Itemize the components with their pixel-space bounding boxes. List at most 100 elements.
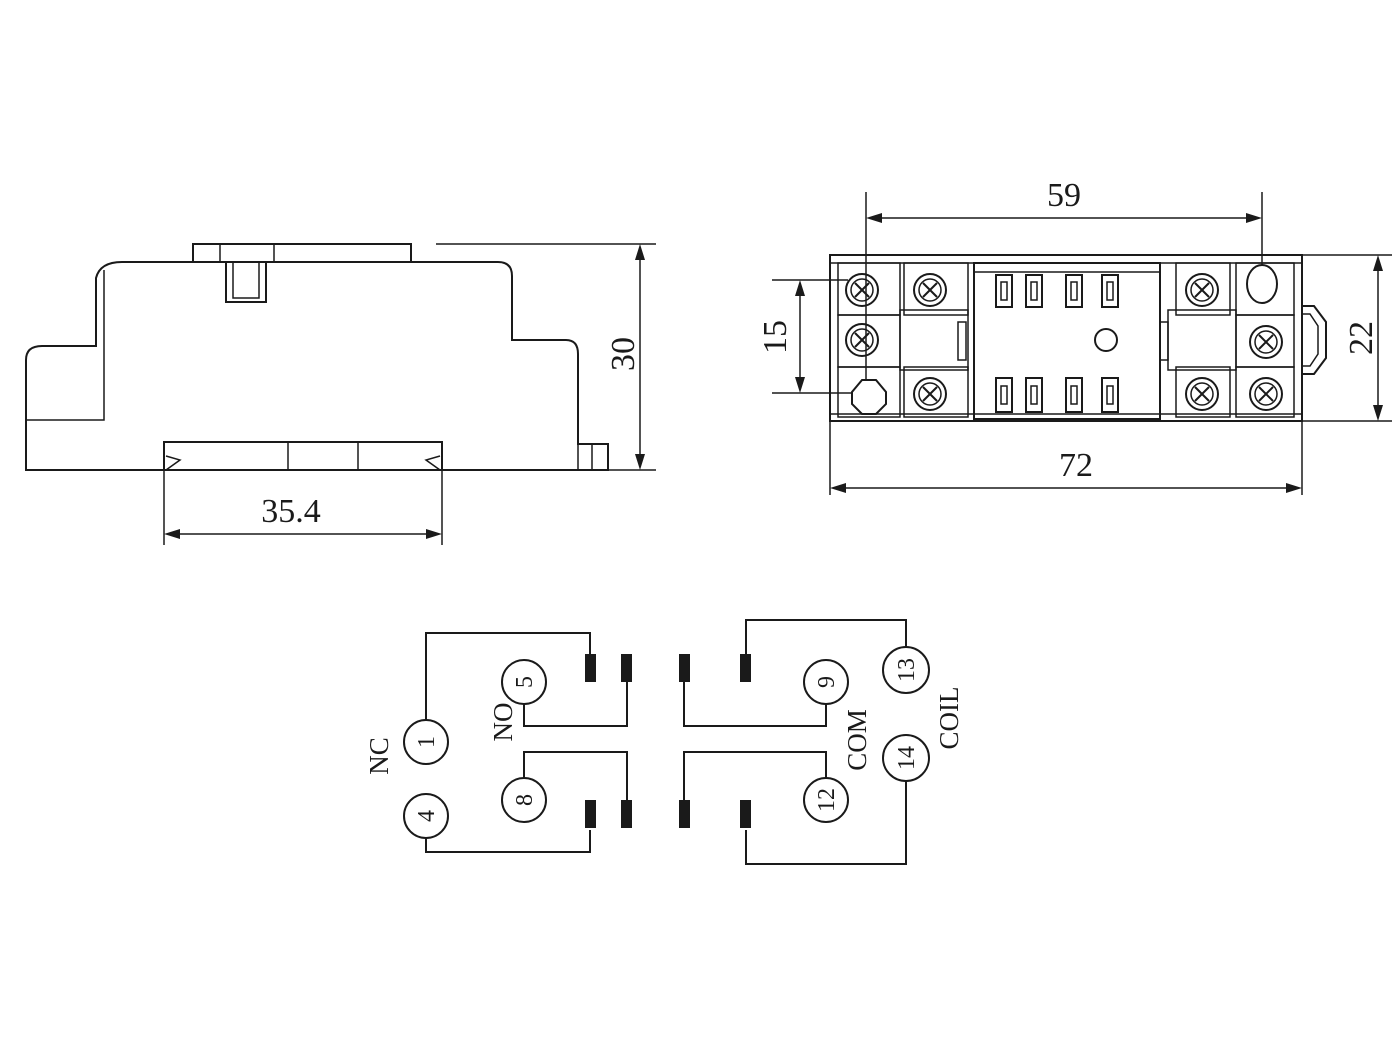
wiring-diagram: 1 4 5 8 9 12 13 14 NC: [364, 619, 964, 865]
wire-com-upper: [683, 682, 827, 727]
pin-slot-inner: [1070, 385, 1078, 405]
wire-nc-upper: [425, 632, 591, 722]
side-width-arrow-left: [164, 529, 180, 539]
pitch-arrow-left: [866, 213, 882, 223]
mounting-hole-oval: [1246, 264, 1278, 304]
pin-slot: [1101, 274, 1119, 308]
terminal-4: 4: [403, 793, 449, 839]
side-view-body: [25, 261, 609, 471]
contact-bar: [585, 800, 596, 828]
pin-slot: [995, 377, 1013, 413]
screw-terminal-icon: [1249, 325, 1283, 359]
label-coil: COIL: [934, 687, 964, 750]
pinrow-label: 15: [757, 320, 794, 354]
pin-slot-row-lower: [995, 377, 1119, 413]
screw-terminal-icon: [913, 377, 947, 411]
screw-terminal-icon: [1185, 377, 1219, 411]
screw-terminal-icon: [845, 323, 879, 357]
side-height-arrow-bottom: [635, 454, 645, 470]
pin-slot-row-upper: [995, 274, 1119, 308]
top-view: 59 72 22 15: [757, 177, 1392, 495]
svg-text:12: 12: [814, 788, 840, 812]
pin-slot-inner: [1106, 385, 1114, 405]
contact-bar: [679, 654, 690, 682]
pin-slot-inner: [1000, 281, 1008, 301]
pin-slot: [1065, 274, 1083, 308]
pin-slot-inner: [1070, 281, 1078, 301]
length-arrow-left: [830, 483, 846, 493]
pin-slot: [1065, 377, 1083, 413]
terminal-8: 8: [501, 777, 547, 823]
screw-terminal-icon: [1185, 273, 1219, 307]
side-view: 35.4 30: [25, 243, 656, 545]
svg-text:8: 8: [512, 794, 538, 806]
pin-slot-inner: [1030, 385, 1038, 405]
side-view-rear-tab: [577, 444, 593, 470]
side-height-label: 30: [605, 337, 642, 371]
relay-socket-outline: [973, 262, 1161, 420]
relay-socket-center-hole: [1094, 328, 1118, 352]
terminal-cell: [903, 366, 969, 418]
svg-text:13: 13: [894, 658, 920, 682]
screw-terminal-icon: [845, 273, 879, 307]
top-view-side-latch: [1302, 305, 1327, 375]
side-view-latch-hook-inner: [232, 261, 260, 299]
side-view-step-line: [26, 270, 105, 421]
terminal-cell: [837, 366, 901, 418]
wire-no-upper: [523, 682, 628, 727]
pin-slot: [1025, 377, 1043, 413]
terminal-cell: [837, 262, 901, 316]
svg-text:14: 14: [894, 746, 920, 770]
pinrow-arrow-top: [795, 280, 805, 296]
terminal-cell: [1235, 262, 1295, 316]
terminal-cell: [1175, 366, 1231, 418]
svg-text:5: 5: [512, 676, 538, 688]
side-view-top-latch: [192, 243, 412, 263]
label-nc: NC: [364, 737, 394, 775]
top-view-right-slot: [1167, 309, 1237, 371]
pitch-label: 59: [1047, 177, 1081, 214]
wire-no-lower: [523, 751, 628, 800]
pin-slot-inner: [1030, 281, 1038, 301]
top-view-left-slot: [899, 309, 969, 371]
pitch-arrow-right: [1246, 213, 1262, 223]
svg-text:1: 1: [414, 736, 440, 748]
pin-slot: [1025, 274, 1043, 308]
side-view-clip-hook-left: [165, 455, 182, 471]
label-no: NO: [488, 703, 518, 742]
terminal-cell: [837, 314, 901, 368]
contact-bar: [740, 800, 751, 828]
terminal-cell: [1235, 366, 1295, 418]
side-width-arrow-right: [426, 529, 442, 539]
terminal-9: 9: [803, 659, 849, 705]
side-view-latch-hook: [225, 261, 267, 303]
terminal-13: 13: [882, 646, 930, 694]
terminal-5: 5: [501, 659, 547, 705]
contact-bar: [679, 800, 690, 828]
contact-bar: [621, 654, 632, 682]
side-width-label: 35.4: [261, 493, 321, 530]
terminal-cell: [903, 262, 969, 316]
terminal-12: 12: [803, 777, 849, 823]
wire-com-lower: [683, 751, 827, 800]
wire-coil-lower: [745, 780, 907, 865]
pin-slot: [1101, 377, 1119, 413]
top-view-side-latch-inner: [1302, 313, 1319, 367]
wire-coil-upper: [745, 619, 907, 655]
terminal-14: 14: [882, 734, 930, 782]
wire-nc-lower: [425, 830, 591, 853]
length-arrow-right: [1286, 483, 1302, 493]
svg-text:4: 4: [414, 810, 440, 822]
svg-text:9: 9: [814, 676, 840, 688]
terminal-1: 1: [403, 719, 449, 765]
mounting-hole-hex: [851, 379, 887, 415]
contact-bar: [585, 654, 596, 682]
top-view-left-notch: [957, 321, 967, 361]
screw-terminal-icon: [913, 273, 947, 307]
side-view-clip-hook-right: [424, 455, 441, 471]
height-arrow-bottom: [1373, 405, 1383, 421]
screw-terminal-icon: [1249, 377, 1283, 411]
pinrow-arrow-bottom: [795, 377, 805, 393]
height-arrow-top: [1373, 255, 1383, 271]
side-view-din-clip: [163, 441, 443, 471]
